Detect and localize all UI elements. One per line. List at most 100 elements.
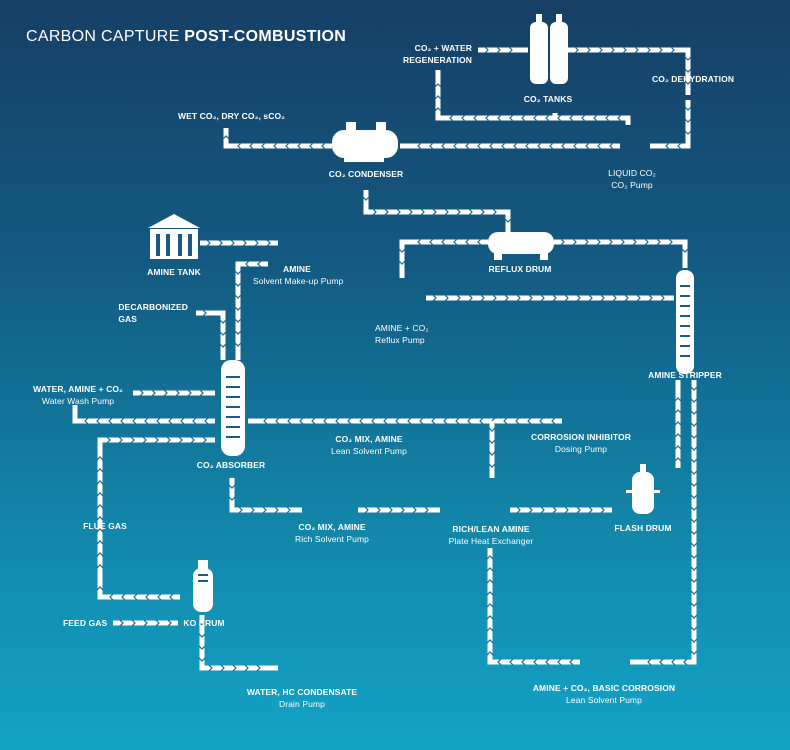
flow-arrow-mark bbox=[175, 389, 180, 397]
label-amine-stripper: AMINE STRIPPER bbox=[648, 370, 722, 380]
flow-arrow-mark bbox=[674, 457, 682, 462]
flow-arrow-mark bbox=[120, 417, 125, 425]
flow-arrow-mark bbox=[234, 282, 242, 287]
flow-arrow-mark bbox=[690, 602, 698, 607]
pipe-ko-drain bbox=[199, 615, 278, 671]
flow-arrow-mark bbox=[690, 578, 698, 583]
flow-arrow-mark bbox=[581, 114, 586, 122]
flow-arrow-mark bbox=[465, 142, 470, 150]
flow-arrow-mark bbox=[168, 417, 173, 425]
flow-arrow-mark bbox=[154, 436, 159, 444]
flow-arrow-mark bbox=[242, 239, 247, 247]
flow-arrow-mark bbox=[347, 417, 352, 425]
flow-arrow-mark bbox=[96, 528, 104, 533]
pipe-stripper-to-reflux bbox=[554, 239, 688, 268]
flow-arrow-mark bbox=[274, 506, 279, 514]
amine-stripper-tray bbox=[680, 325, 690, 327]
co2-tank-left-valve bbox=[536, 14, 542, 24]
flow-arrow-mark bbox=[684, 68, 692, 73]
flow-arrow-mark bbox=[533, 658, 538, 666]
flow-arrow-mark bbox=[527, 417, 532, 425]
flow-arrow-mark bbox=[286, 506, 291, 514]
pipe-water-wash-loop bbox=[72, 405, 215, 424]
flow-arrow-mark bbox=[690, 638, 698, 643]
flow-arrow-mark bbox=[362, 196, 370, 201]
flow-arrow-mark bbox=[503, 417, 508, 425]
flow-arrow-mark bbox=[219, 319, 227, 324]
flow-arrow-mark bbox=[218, 239, 223, 247]
flow-arrow-mark bbox=[364, 506, 369, 514]
flow-arrow-mark bbox=[228, 496, 236, 501]
flow-arrow-mark bbox=[400, 506, 405, 514]
flow-arrow-mark bbox=[528, 506, 533, 514]
pipe-dehydration-return bbox=[650, 100, 691, 149]
amine-tank-rib-3 bbox=[178, 234, 182, 256]
flow-arrow-mark bbox=[285, 142, 290, 150]
flow-arrow-mark bbox=[323, 417, 328, 425]
flow-arrow-mark bbox=[552, 294, 557, 302]
flow-arrow-mark bbox=[690, 518, 698, 523]
flow-arrow-mark bbox=[169, 593, 174, 601]
flow-arrow-mark bbox=[244, 664, 249, 672]
flow-arrow-mark bbox=[486, 639, 494, 644]
flow-arrow-mark bbox=[656, 238, 661, 246]
flow-arrow-mark bbox=[311, 417, 316, 425]
flow-arrow-mark bbox=[684, 56, 692, 61]
flow-arrow-mark bbox=[551, 417, 556, 425]
flow-arrow-mark bbox=[690, 566, 698, 571]
flow-arrow-mark bbox=[597, 142, 602, 150]
flow-arrow-mark bbox=[456, 208, 461, 216]
flow-arrow-mark bbox=[434, 107, 442, 112]
flow-arrow-mark bbox=[234, 318, 242, 323]
ko-drum-line-1 bbox=[198, 574, 208, 576]
flow-arrow-mark bbox=[372, 208, 377, 216]
flow-arrow-mark bbox=[488, 427, 496, 432]
flow-arrow-mark bbox=[131, 619, 136, 627]
equipment-group bbox=[148, 14, 694, 612]
flow-arrow-mark bbox=[96, 504, 104, 509]
pipe-reflux-out bbox=[399, 239, 488, 278]
flow-arrow-mark bbox=[480, 294, 485, 302]
flow-arrow-mark bbox=[501, 142, 506, 150]
flow-arrow-mark bbox=[249, 142, 254, 150]
reflux-drum-leg-right bbox=[540, 252, 548, 260]
amine-tank-rib-1 bbox=[156, 234, 160, 256]
label-wet-co2: WET CO₂, DRY CO₂, sCO₂ bbox=[178, 111, 286, 121]
pipe-absorber-to-rich bbox=[229, 478, 302, 513]
flow-arrow-mark bbox=[690, 650, 698, 655]
flow-arrow-mark bbox=[674, 397, 682, 402]
reflux-drum-leg-left bbox=[494, 252, 502, 260]
flow-arrow-mark bbox=[190, 436, 195, 444]
co2-tank-left bbox=[530, 22, 548, 84]
flow-arrow-mark bbox=[424, 506, 429, 514]
flow-arrow-mark bbox=[486, 579, 494, 584]
flow-arrow-mark bbox=[130, 436, 135, 444]
flow-arrow-mark bbox=[574, 46, 579, 54]
label-flue-gas: FLUE GAS bbox=[83, 521, 127, 531]
flow-arrow-mark bbox=[684, 118, 692, 123]
flow-arrow-mark bbox=[119, 619, 124, 627]
title-light-part: CARBON CAPTURE bbox=[26, 28, 185, 45]
flow-arrow-mark bbox=[238, 506, 243, 514]
flow-arrow-mark bbox=[96, 564, 104, 569]
flow-arrow-mark bbox=[488, 439, 496, 444]
flow-arrow-mark bbox=[376, 506, 381, 514]
pipe-network bbox=[72, 46, 698, 672]
flow-arrow-mark bbox=[690, 614, 698, 619]
flow-arrow-mark bbox=[287, 417, 292, 425]
flow-arrow-mark bbox=[178, 436, 183, 444]
flow-arrow-mark bbox=[395, 417, 400, 425]
pipe-stripper-bottom-out bbox=[630, 380, 697, 665]
flow-arrow-mark bbox=[359, 417, 364, 425]
flow-arrow-mark bbox=[605, 114, 610, 122]
flow-arrow-mark bbox=[384, 208, 389, 216]
flow-arrow-mark bbox=[488, 451, 496, 456]
flow-arrow-mark bbox=[84, 417, 89, 425]
flow-arrow-mark bbox=[256, 664, 261, 672]
flow-arrow-mark bbox=[690, 446, 698, 451]
flow-arrow-mark bbox=[198, 645, 206, 650]
flow-arrow-mark bbox=[266, 239, 271, 247]
